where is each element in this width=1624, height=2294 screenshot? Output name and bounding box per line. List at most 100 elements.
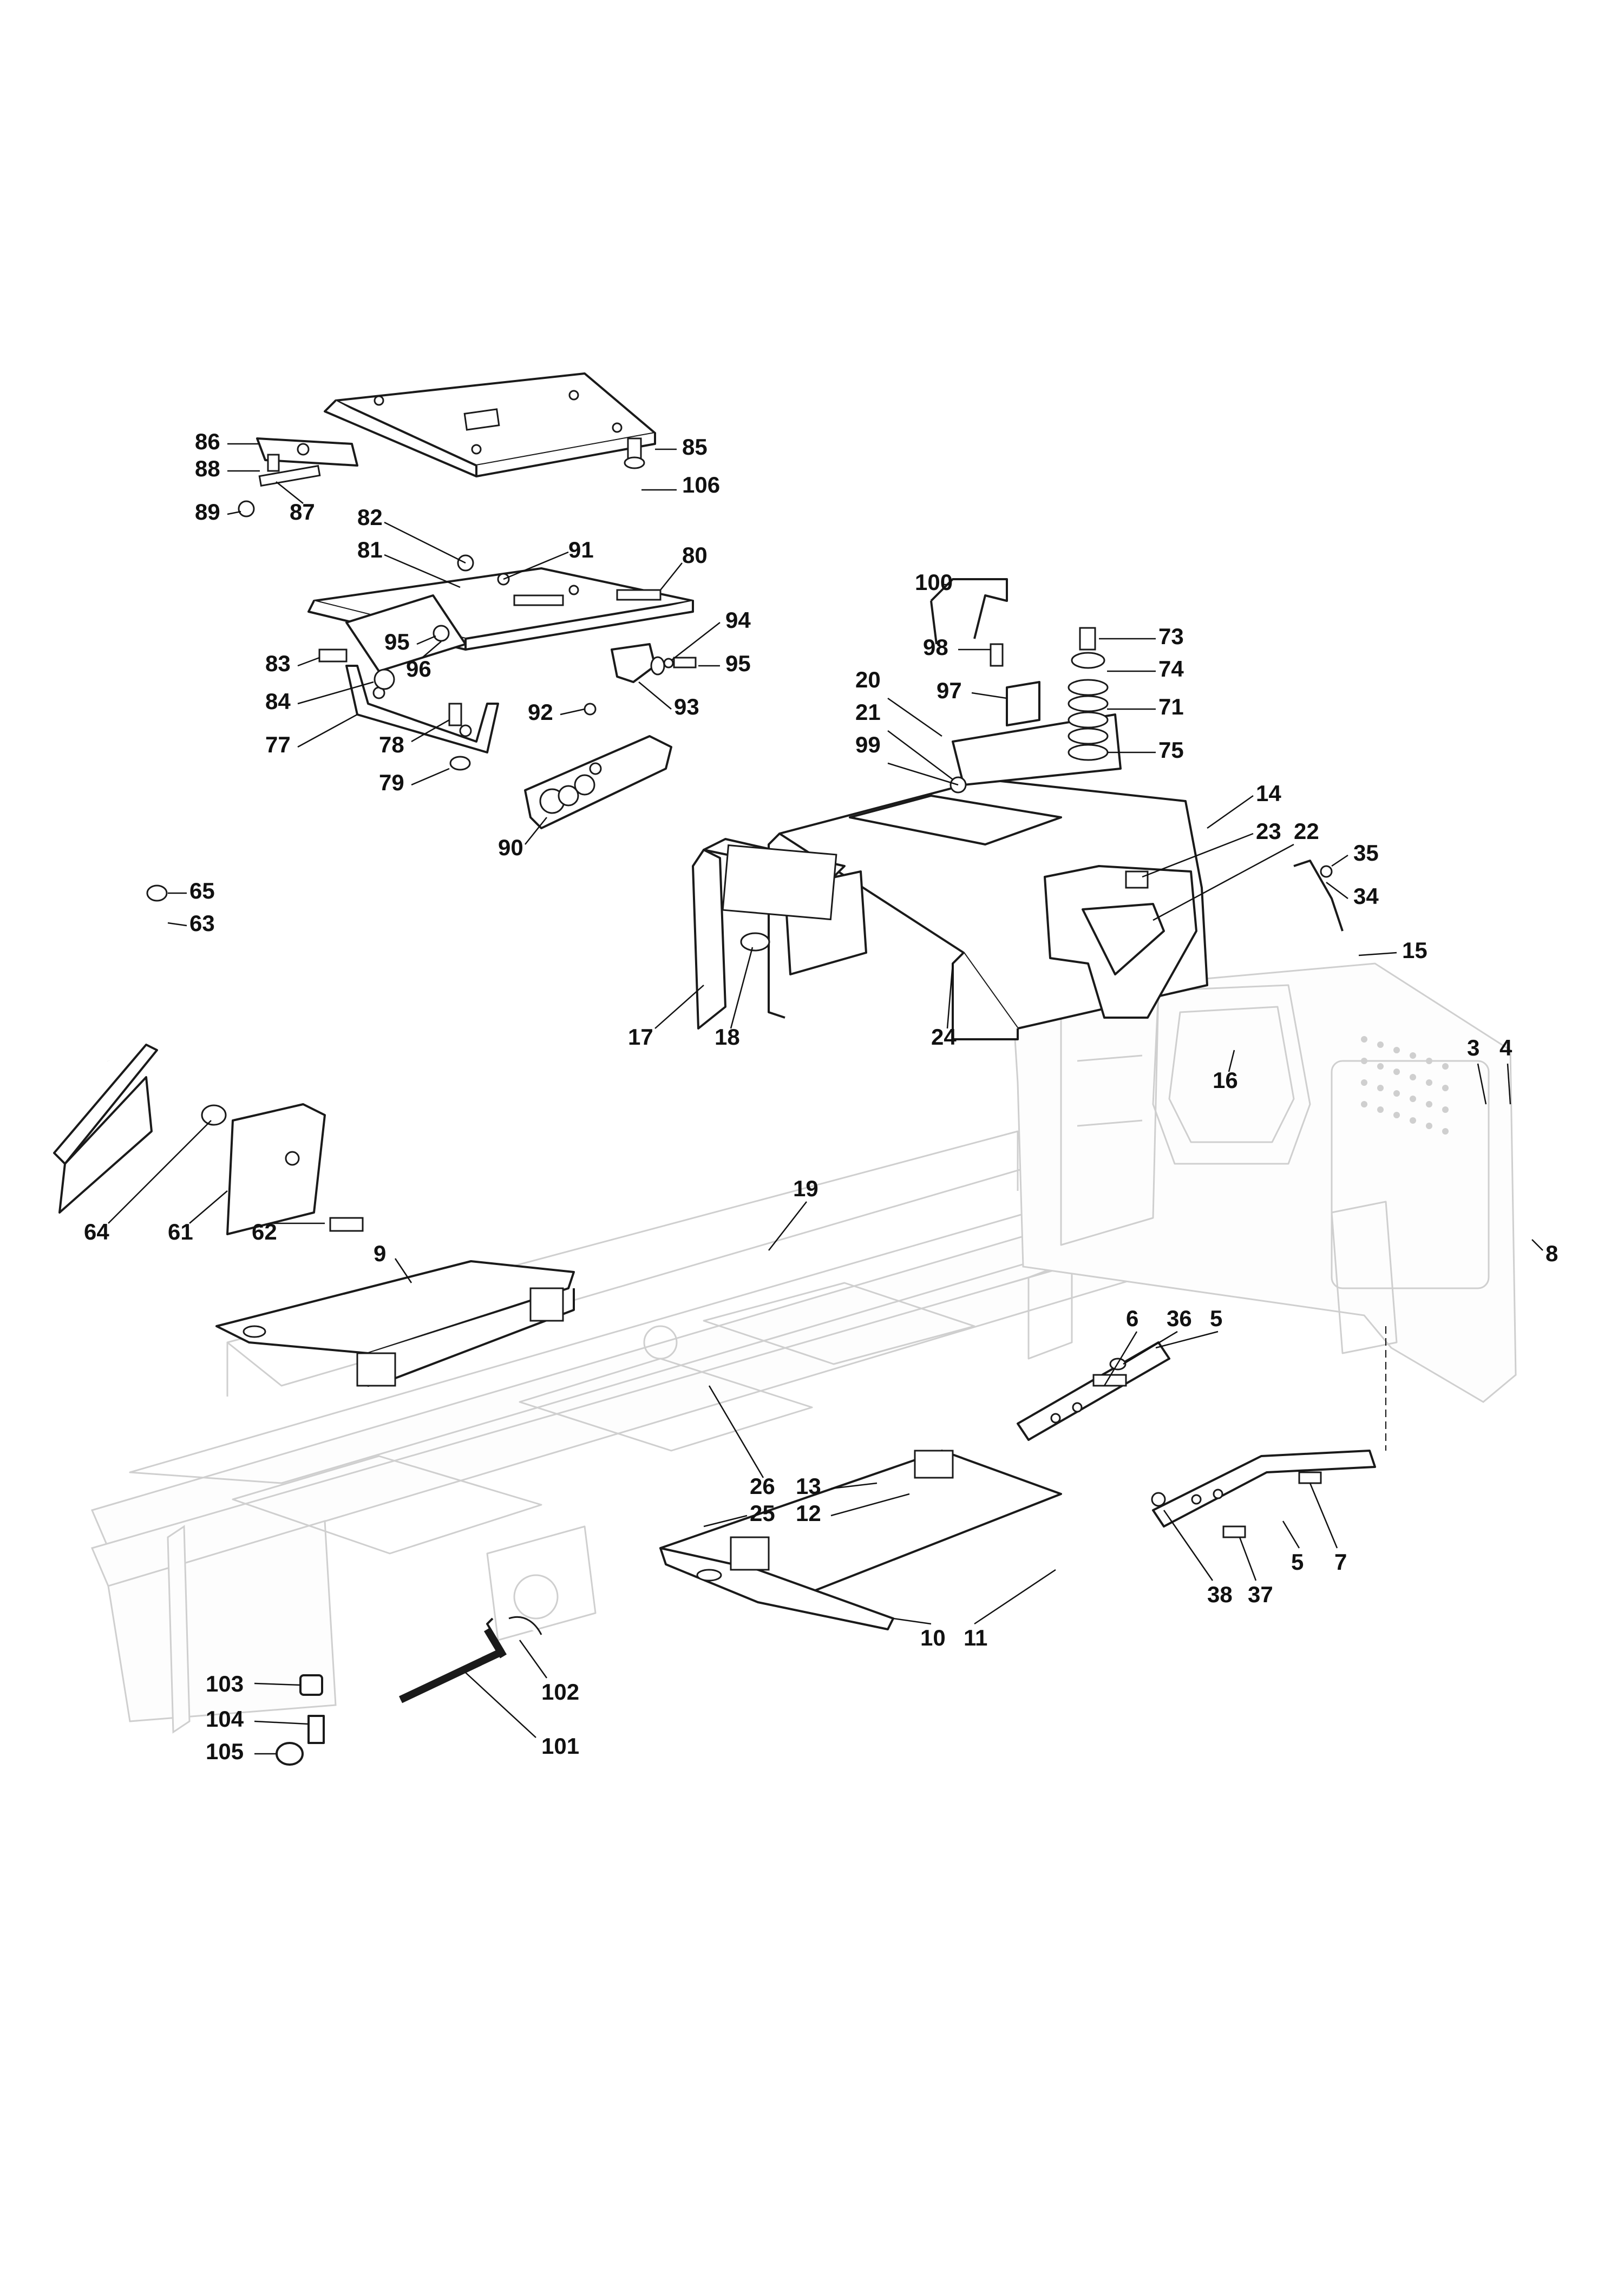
callout-label-24: 24 <box>931 1024 957 1050</box>
leader-line-7 <box>1309 1483 1338 1549</box>
floor-plate-9-part <box>215 1260 575 1387</box>
callout-label-35: 35 <box>1353 840 1379 866</box>
callout-label-102: 102 <box>541 1679 579 1705</box>
leader-line-104 <box>254 1720 309 1725</box>
chassis-frame-ghost <box>90 962 1517 1734</box>
leader-line-8 <box>1531 1239 1543 1251</box>
leader-line-17 <box>654 985 704 1029</box>
leader-line-84 <box>297 681 374 705</box>
callout-label-36: 36 <box>1167 1306 1192 1331</box>
callout-label-87: 87 <box>290 499 315 525</box>
callout-label-37: 37 <box>1248 1582 1273 1607</box>
callout-label-83: 83 <box>265 651 291 676</box>
leader-line-64 <box>108 1120 212 1224</box>
callout-label-6: 6 <box>1126 1306 1138 1331</box>
leader-line-25 <box>703 1515 748 1528</box>
leader-line-38 <box>1163 1510 1214 1581</box>
leader-line-90 <box>525 817 547 845</box>
seat-latch-part <box>238 437 358 517</box>
callout-label-64: 64 <box>84 1219 109 1244</box>
callout-label-95: 95 <box>384 629 410 654</box>
callout-label-101: 101 <box>541 1733 579 1759</box>
callout-label-14: 14 <box>1256 781 1281 806</box>
callout-label-93: 93 <box>674 694 699 719</box>
leader-line-18 <box>730 947 754 1029</box>
callout-label-8: 8 <box>1546 1241 1558 1266</box>
callout-label-81: 81 <box>357 537 383 562</box>
leader-line-36 <box>1123 1330 1178 1365</box>
support-rail-5b-part <box>1151 1450 1376 1538</box>
leader-line-4 <box>1507 1063 1511 1105</box>
callout-label-63: 63 <box>189 910 215 936</box>
seat-frame-part <box>307 554 694 672</box>
leader-line-95 <box>416 635 436 645</box>
leader-line-93 <box>638 681 672 710</box>
callout-label-88: 88 <box>195 456 220 481</box>
leader-line-5 <box>1155 1330 1219 1349</box>
clip-93-part <box>433 625 697 683</box>
callout-label-71: 71 <box>1158 694 1184 719</box>
leader-line-6 <box>1103 1331 1138 1386</box>
bracket-17-part <box>692 838 846 1030</box>
leader-line-23 <box>1142 833 1254 878</box>
rod-34-part <box>1293 860 1344 932</box>
callout-label-89: 89 <box>195 499 220 525</box>
leader-line-96 <box>422 641 442 658</box>
leader-line-97 <box>971 692 1007 699</box>
leader-line-81 <box>384 554 461 588</box>
callout-label-103: 103 <box>206 1671 244 1696</box>
callout-label-95b: 95 <box>725 651 751 676</box>
leader-line-13 <box>830 1482 878 1490</box>
callout-label-34: 34 <box>1353 883 1379 909</box>
leader-line-89 <box>227 510 241 515</box>
leader-line-15 <box>1358 952 1397 956</box>
bracket-77-part <box>318 648 499 771</box>
leader-line-12 <box>830 1493 910 1517</box>
callout-label-20: 20 <box>855 667 881 692</box>
callout-label-18: 18 <box>715 1024 740 1050</box>
callout-label-74: 74 <box>1158 656 1184 681</box>
leader-line-78 <box>411 719 450 743</box>
leader-line-21 <box>887 730 953 780</box>
callout-label-4: 4 <box>1499 1035 1512 1060</box>
leader-line-3 <box>1477 1063 1487 1105</box>
callout-label-82: 82 <box>357 504 383 530</box>
callout-label-96: 96 <box>406 656 431 681</box>
callout-label-104: 104 <box>206 1706 244 1732</box>
leader-line-26 <box>708 1385 764 1478</box>
callout-label-100: 100 <box>915 569 953 595</box>
leader-line-101 <box>465 1672 536 1738</box>
callout-label-16: 16 <box>1213 1067 1238 1093</box>
callout-label-9: 9 <box>374 1241 386 1266</box>
callout-label-5b: 5 <box>1291 1549 1304 1575</box>
callout-label-99: 99 <box>855 732 881 757</box>
callout-label-61: 61 <box>168 1219 193 1244</box>
screw-106-part <box>624 437 645 469</box>
callout-label-38: 38 <box>1207 1582 1233 1607</box>
leader-line-19 <box>768 1201 807 1251</box>
callout-label-97: 97 <box>937 678 962 703</box>
callout-label-21: 21 <box>855 699 881 725</box>
callout-label-73: 73 <box>1158 624 1184 649</box>
callout-label-106: 106 <box>682 472 720 497</box>
leader-line-77 <box>297 713 358 748</box>
callout-label-92: 92 <box>528 699 553 725</box>
callout-label-62: 62 <box>252 1219 277 1244</box>
bracket-22-part <box>1044 865 1197 1019</box>
callout-label-12: 12 <box>796 1500 821 1526</box>
leader-line-91 <box>503 551 569 580</box>
callout-label-78: 78 <box>379 732 404 757</box>
callout-label-19: 19 <box>793 1176 818 1201</box>
callout-label-84: 84 <box>265 689 291 714</box>
callout-label-17: 17 <box>628 1024 653 1050</box>
callout-label-75: 75 <box>1158 737 1184 763</box>
bolt-104-part <box>307 1715 325 1744</box>
leader-line-22 <box>1152 843 1294 921</box>
callout-label-94: 94 <box>725 607 751 633</box>
callout-label-85: 85 <box>682 434 708 460</box>
callout-label-5: 5 <box>1210 1306 1222 1331</box>
leader-line-79 <box>411 768 450 786</box>
nut-103-part <box>299 1674 323 1696</box>
callout-label-22: 22 <box>1294 818 1319 844</box>
